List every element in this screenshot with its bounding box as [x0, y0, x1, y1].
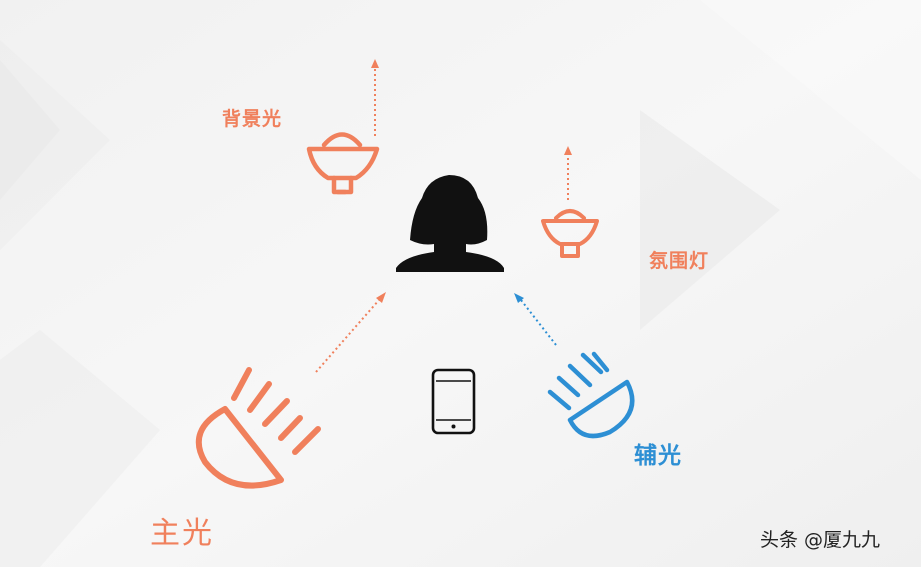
background-light-label: 背景光 [222, 108, 283, 130]
smartphone-icon [431, 368, 476, 435]
background-light-arrow [371, 59, 379, 136]
watermark: 头条 @厦九九 [760, 529, 881, 551]
background-light-icon [306, 132, 380, 195]
fill-light-arrow [514, 293, 557, 346]
person-silhouette-icon [396, 175, 504, 272]
ambient-light-label: 氛围灯 [649, 250, 710, 272]
key-light-label: 主光 [150, 516, 214, 551]
ambient-light-arrow [564, 146, 572, 200]
key-light-arrow [315, 292, 386, 373]
fill-light-icon [547, 351, 635, 439]
key-light-icon [195, 367, 321, 489]
fill-light-label: 辅光 [634, 443, 682, 469]
ambient-light-icon [541, 209, 599, 258]
